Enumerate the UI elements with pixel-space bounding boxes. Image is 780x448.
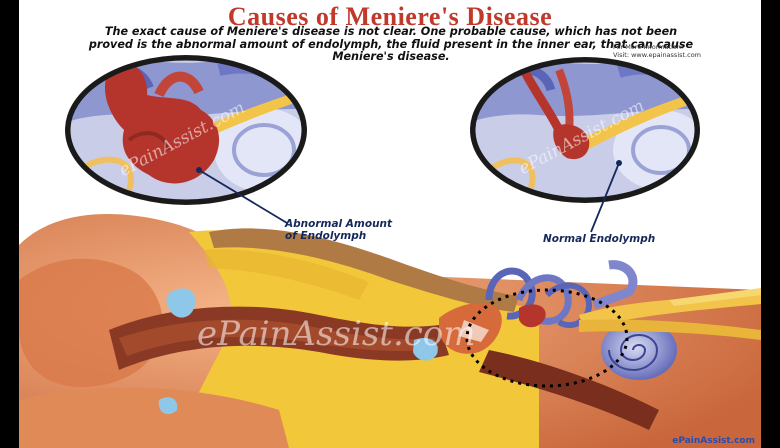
label-abnormal-endolymph: Abnormal Amount of Endolymph bbox=[285, 218, 392, 242]
label-abnormal-line2: of Endolymph bbox=[285, 230, 367, 242]
ear-cross-section bbox=[19, 213, 761, 448]
label-normal-endolymph: Normal Endolymph bbox=[543, 233, 656, 245]
page-title: Causes of Meniere's Disease bbox=[227, 2, 553, 31]
description-text: The exact cause of Meniere's disease is … bbox=[88, 25, 694, 64]
more-info-line2: Visit: www.epainassist.com bbox=[613, 51, 702, 59]
ear-illustration: ePainAssist.com ePa bbox=[19, 55, 761, 448]
footer-site: ePainAssist.com bbox=[672, 436, 755, 446]
abnormal-endolymph-zoom: ePainAssist.com bbox=[65, 55, 307, 224]
more-info: For More Information: Visit: www.epainas… bbox=[613, 43, 753, 59]
watermark-main: ePainAssist.com bbox=[197, 314, 476, 354]
label-abnormal-line1: Abnormal Amount bbox=[285, 218, 393, 230]
more-info-line1: For More Information: bbox=[613, 43, 684, 51]
illustration-canvas: Causes of Meniere's Disease The exact ca… bbox=[19, 0, 761, 448]
normal-endolymph-zoom: ePainAssist.com bbox=[470, 57, 700, 233]
